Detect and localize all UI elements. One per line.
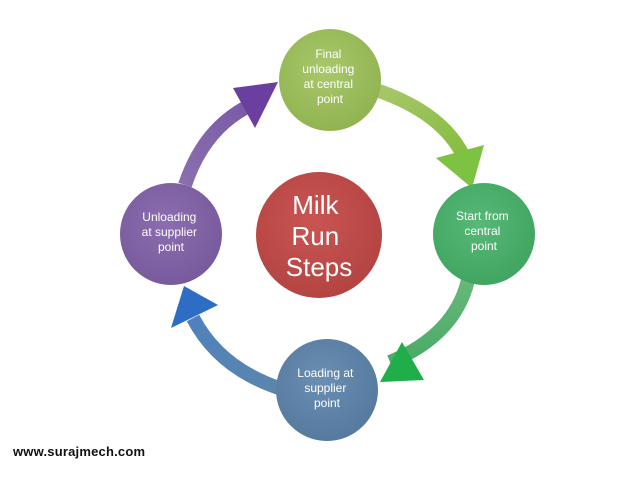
node-loading-at-supplier: Loading at supplier point (276, 339, 378, 441)
node-start-from-central: Start from central point (433, 183, 535, 285)
center-line-2: Run (292, 221, 340, 251)
node-left-line-1: Unloading (142, 210, 196, 224)
center-line-1: Milk (292, 190, 339, 220)
node-final-unloading: Final unloading at central point (279, 29, 381, 131)
arrow-left-to-top-band (178, 96, 258, 188)
node-right-line-1: Start from (456, 209, 509, 223)
center-node: Milk Run Steps (256, 172, 382, 298)
node-bottom-line-1: Loading at (297, 366, 354, 380)
node-right-line-3: point (471, 239, 498, 253)
svg-text:Unloading at supplier: Unloading at supplier point (142, 210, 201, 254)
svg-text:Milk Run Steps: Milk Run Steps (286, 190, 353, 282)
arrow-right-to-bottom-head (380, 342, 424, 382)
svg-text:Final unloading at: Final unloading at central point (302, 47, 357, 106)
node-top-line-1: Final (315, 47, 341, 61)
arrow-left-to-top-head (233, 82, 278, 128)
arrow-top-to-right-band (367, 81, 470, 159)
node-top-line-2: unloading (302, 62, 354, 76)
arrow-bottom-to-left-band (186, 314, 288, 397)
node-unloading-at-supplier: Unloading at supplier point (120, 183, 222, 285)
node-left-line-3: point (158, 240, 185, 254)
node-bottom-line-3: point (314, 396, 341, 410)
center-line-3: Steps (286, 252, 353, 282)
arrow-top-to-right-head (436, 145, 484, 188)
website-url: www.surajmech.com (13, 444, 146, 459)
svg-text:Start from central: Start from central point (456, 209, 512, 253)
cycle-arrows (171, 81, 484, 397)
node-left-line-2: at supplier (142, 225, 197, 239)
node-right-line-2: central (464, 224, 500, 238)
svg-text:Loading at supplier: Loading at supplier point (297, 366, 356, 410)
node-bottom-line-2: supplier (304, 381, 346, 395)
node-top-line-3: at central (304, 77, 353, 91)
node-top-line-4: point (317, 92, 344, 106)
arrow-bottom-to-left-head (171, 286, 218, 328)
